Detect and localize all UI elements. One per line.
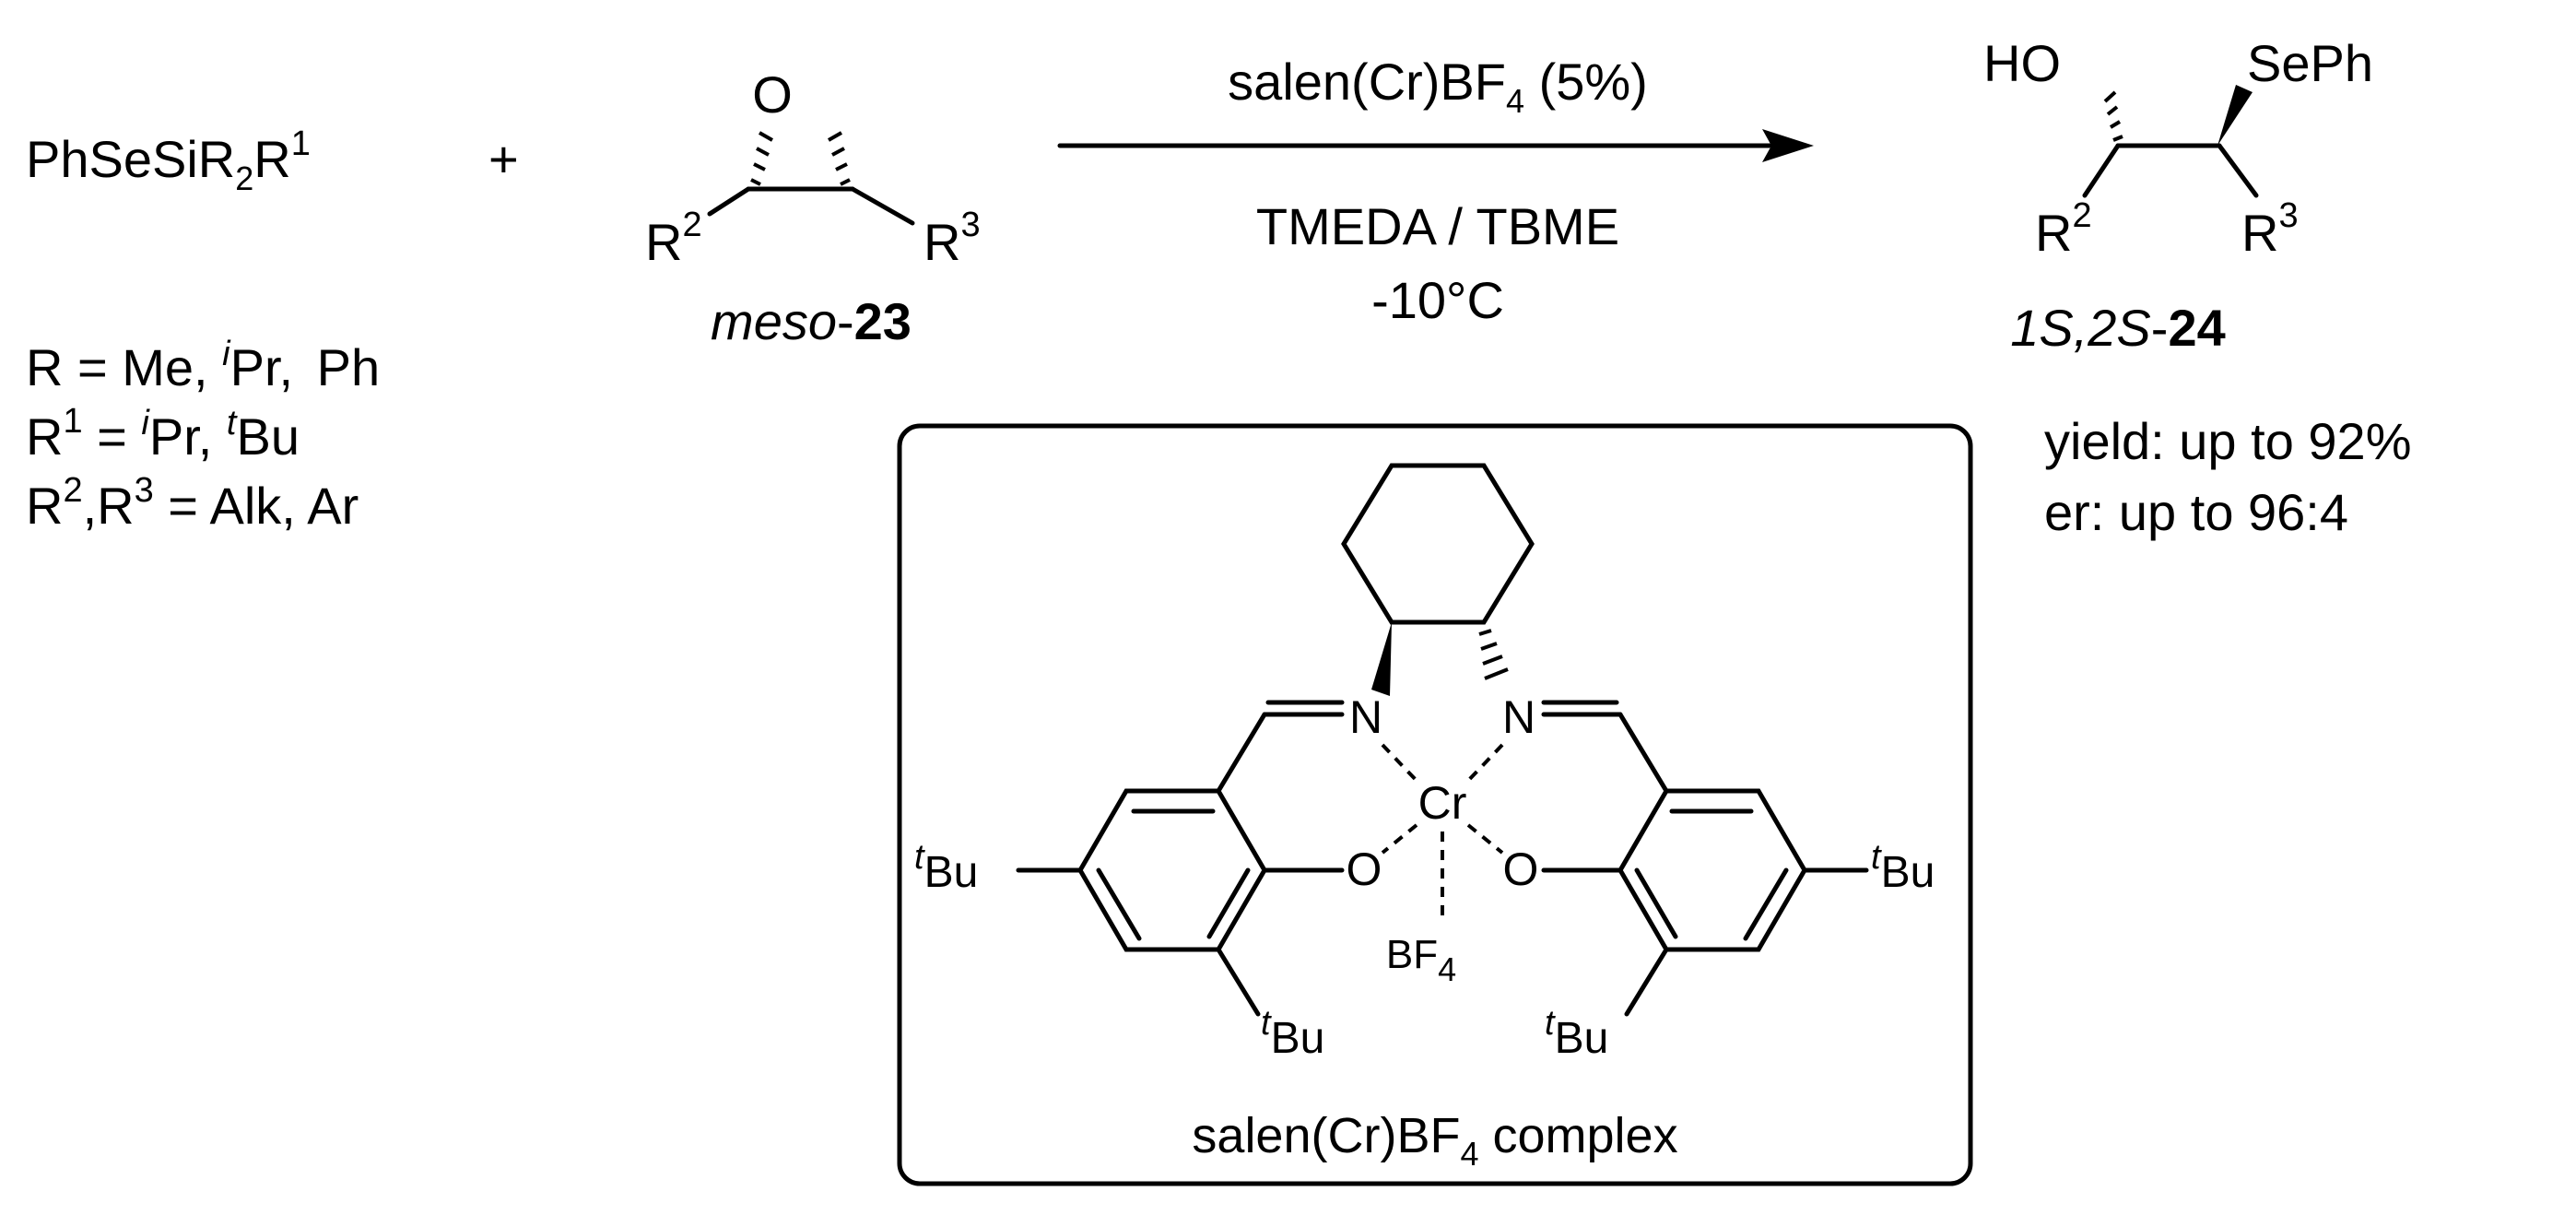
chromium-center: Cr	[1418, 777, 1467, 829]
r2-r3-definition: R2,R3 = Alk, Ar	[26, 471, 359, 535]
temperature-below-arrow: -10°C	[1371, 271, 1504, 329]
solvent-below-arrow: TMEDA / TBME	[1256, 197, 1619, 255]
wedge-bond-left-n	[1371, 622, 1392, 696]
substituent-definitions: R = Me, iPr, Ph R1 = iPr, tBu R2,R3 = Al…	[26, 335, 380, 535]
tetrafluoroborate-label: BF4	[1386, 932, 1456, 988]
right-aromatic-ring	[1541, 788, 1869, 1017]
tbu-right-ortho: tBu	[1545, 1004, 1608, 1063]
meso-epoxide-23: O R2 R3 meso-23	[645, 65, 981, 350]
nitrogen-right: N	[1502, 691, 1535, 743]
epoxide-compound-label: meso-23	[711, 292, 912, 350]
product-r3-bond	[2217, 143, 2259, 198]
reaction-arrow: salen(Cr)BF4 (5%) TMEDA / TBME -10°C	[1057, 53, 1814, 329]
er-text: er: up to 96:4	[2044, 483, 2348, 541]
complex-caption: salen(Cr)BF4 complex	[1192, 1108, 1677, 1173]
product-r3-label: R3	[2241, 196, 2299, 262]
arrow-head	[1762, 129, 1814, 162]
nitrogen-left: N	[1349, 691, 1382, 743]
product-ho-label: HO	[1983, 34, 2061, 92]
product-compound-label: 1S,2S-24	[2010, 299, 2226, 357]
plus-sign: +	[488, 130, 519, 188]
silyl-selenide-reagent: PhSeSiR2R1 +	[26, 124, 519, 197]
oxygen-right: O	[1503, 843, 1539, 895]
reagent-r-text: R	[253, 130, 290, 188]
catalyst-above-arrow: salen(Cr)BF4 (5%)	[1228, 53, 1648, 120]
epoxide-r2-label: R2	[645, 206, 702, 271]
cyclohexane-ring	[1341, 463, 1535, 625]
hashed-bond-right-n	[1478, 629, 1509, 680]
tbu-left-para: tBu	[914, 838, 978, 897]
complex-frame	[897, 423, 1973, 1186]
product-seph-label: SePh	[2247, 34, 2373, 92]
cr-n-left-coord	[1381, 743, 1421, 785]
yield-text: yield: up to 92%	[2044, 412, 2411, 470]
epoxide-hashed-co-bonds	[750, 131, 851, 186]
cr-o-left-coord	[1381, 823, 1418, 855]
epoxide-r3-bond	[850, 186, 915, 226]
epoxide-oxygen: O	[752, 65, 793, 124]
svg-text:PhSeSiR2R1: PhSeSiR2R1	[26, 124, 311, 197]
cr-n-right-coord	[1464, 743, 1504, 785]
epoxide-r2-bond	[707, 186, 751, 217]
product-wedge-seph	[2217, 85, 2253, 146]
tbu-left-ortho: tBu	[1261, 1004, 1324, 1063]
epoxide-r3-label: R3	[923, 206, 981, 271]
left-aromatic-ring	[1016, 788, 1345, 1017]
cr-o-right-coord	[1466, 823, 1504, 855]
reagent-superscript: 1	[291, 124, 311, 163]
reagent-main-text: PhSeSiR	[26, 130, 235, 188]
product-r2-label: R2	[2035, 196, 2092, 262]
r1-definition: R1 = iPr, tBu	[26, 402, 300, 466]
salen-complex-box: N N Cr BF4 O O	[897, 423, 1973, 1186]
reagent-subscript: 2	[235, 159, 253, 197]
product-24: HO SePh R2 R3 1S,2S-24 yield: up to 92% …	[1983, 34, 2411, 541]
product-hashed-oh-bond	[2103, 90, 2123, 142]
oxygen-left: O	[1347, 843, 1382, 895]
r-definition: R = Me, iPr, Ph	[26, 335, 380, 396]
imine-right	[1541, 700, 1669, 794]
product-r2-bond	[2082, 143, 2121, 198]
tbu-right-para: tBu	[1871, 838, 1935, 897]
imine-left	[1216, 700, 1345, 794]
